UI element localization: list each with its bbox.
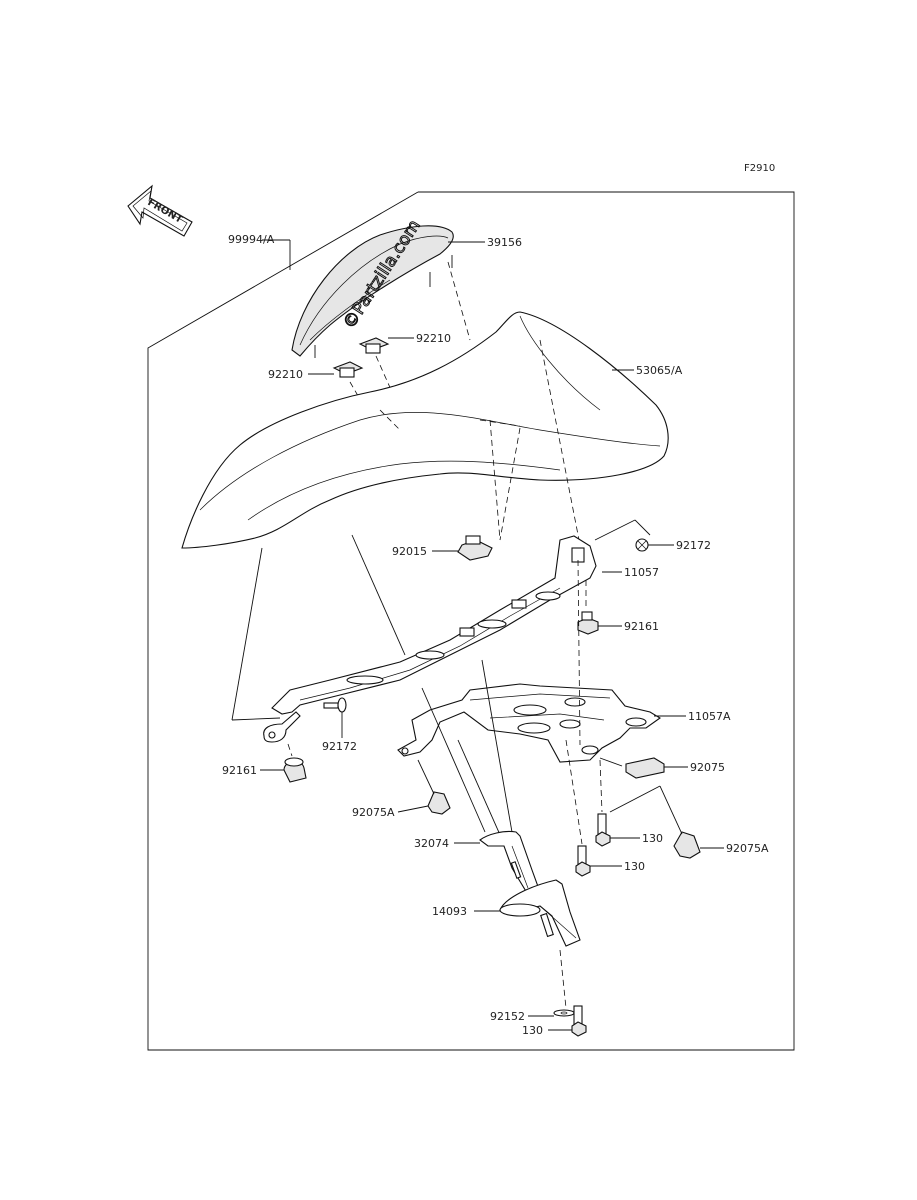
plate-14093 [499,879,581,947]
bolt-130-c [571,1005,587,1037]
clip-92015 [457,535,493,561]
screw-92172-left [323,697,347,713]
label-92210-top: 92210 [416,332,451,345]
label-53065A: 53065/A [636,364,683,377]
label-11057: 11057 [624,566,659,579]
rubber-92075A-left [427,791,451,815]
grommet-92210-upper [358,337,390,354]
screw-92172-right [635,538,649,552]
label-92172-left: 92172 [322,740,357,753]
bolt-130-b [575,845,591,877]
bracket-11057 [263,535,597,743]
label-130-a: 130 [642,832,663,845]
label-92075A-right: 92075A [726,842,769,855]
label-92161-right: 92161 [624,620,659,633]
label-92075: 92075 [690,761,725,774]
label-130-c: 130 [522,1024,543,1037]
grommet-92161-left [283,757,307,783]
front-arrow-icon: FRONT [127,184,193,237]
figure-code: F2910 [744,163,775,174]
label-92075A-left: 92075A [352,806,395,819]
label-92172-right: 92172 [676,539,711,552]
seat-cover-53065A [181,311,669,549]
bracket-11057A [397,683,662,763]
stay-32074 [479,830,541,899]
grommet-92210-left [332,361,364,378]
label-92152: 92152 [490,1010,525,1023]
label-92210-left: 92210 [268,368,303,381]
label-11057A: 11057A [688,710,731,723]
rubber-92075 [625,757,665,779]
rubber-92075A-right [673,831,701,859]
label-39156: 39156 [487,236,522,249]
label-92161-left: 92161 [222,764,257,777]
label-14093: 14093 [432,905,467,918]
bolt-130-a [595,813,611,847]
label-92015: 92015 [392,545,427,558]
washer-92152 [553,1009,575,1017]
label-99994A: 99994/A [228,233,275,246]
diagram-frame [147,191,795,1051]
label-130-b: 130 [624,860,645,873]
label-32074: 32074 [414,837,449,850]
seat-cowl-99994A [291,225,454,358]
nut-92161-right [577,611,599,635]
